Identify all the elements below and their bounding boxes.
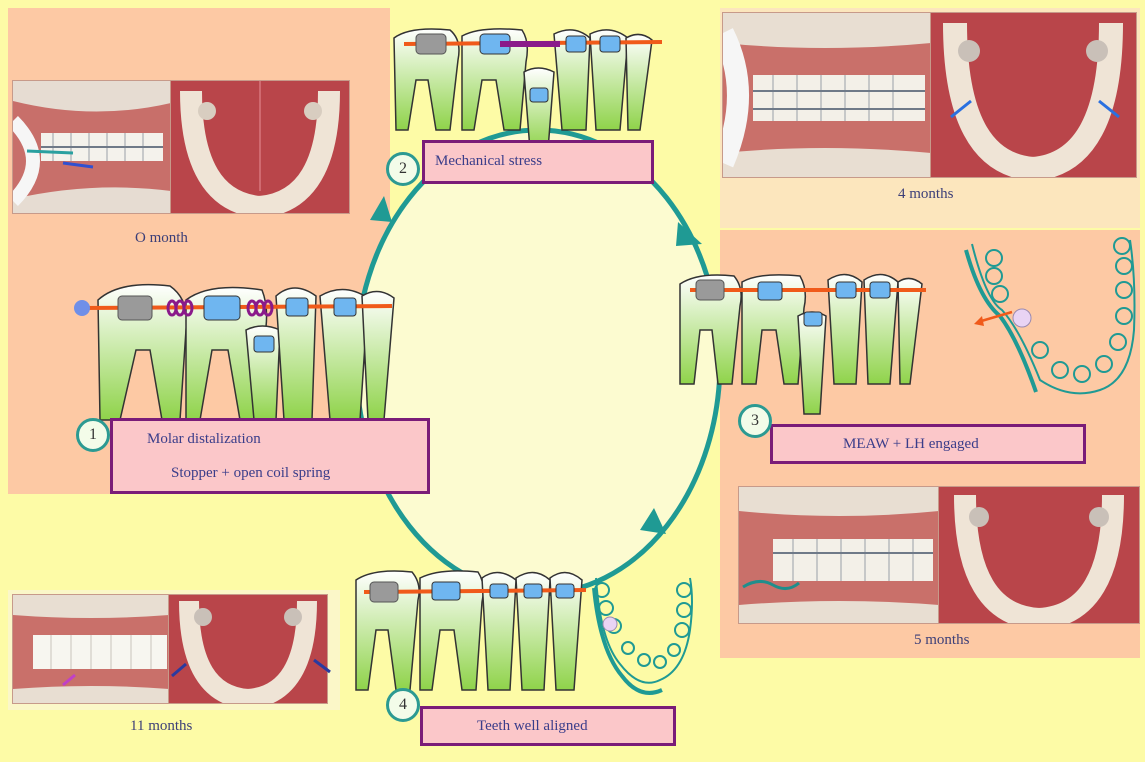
step-1-badge: 1 <box>76 418 110 452</box>
step-1-title: Molar distalization <box>147 431 261 448</box>
step-3-title: MEAW + LH engaged <box>843 436 979 453</box>
step-3-badge: 3 <box>738 404 772 438</box>
step-4-badge: 4 <box>386 688 420 722</box>
step-4-box: Teeth well aligned <box>420 706 676 746</box>
step-2-title: Mechanical stress <box>435 153 542 170</box>
step-3-box: MEAW + LH engaged <box>770 424 1086 464</box>
step-2-badge: 2 <box>386 152 420 186</box>
step-1-subtitle: Stopper + open coil spring <box>171 465 330 482</box>
step-1-box: Molar distalization Stopper + open coil … <box>110 418 430 494</box>
step-2-box: Mechanical stress <box>422 140 654 184</box>
step-4-title: Teeth well aligned <box>477 718 588 735</box>
